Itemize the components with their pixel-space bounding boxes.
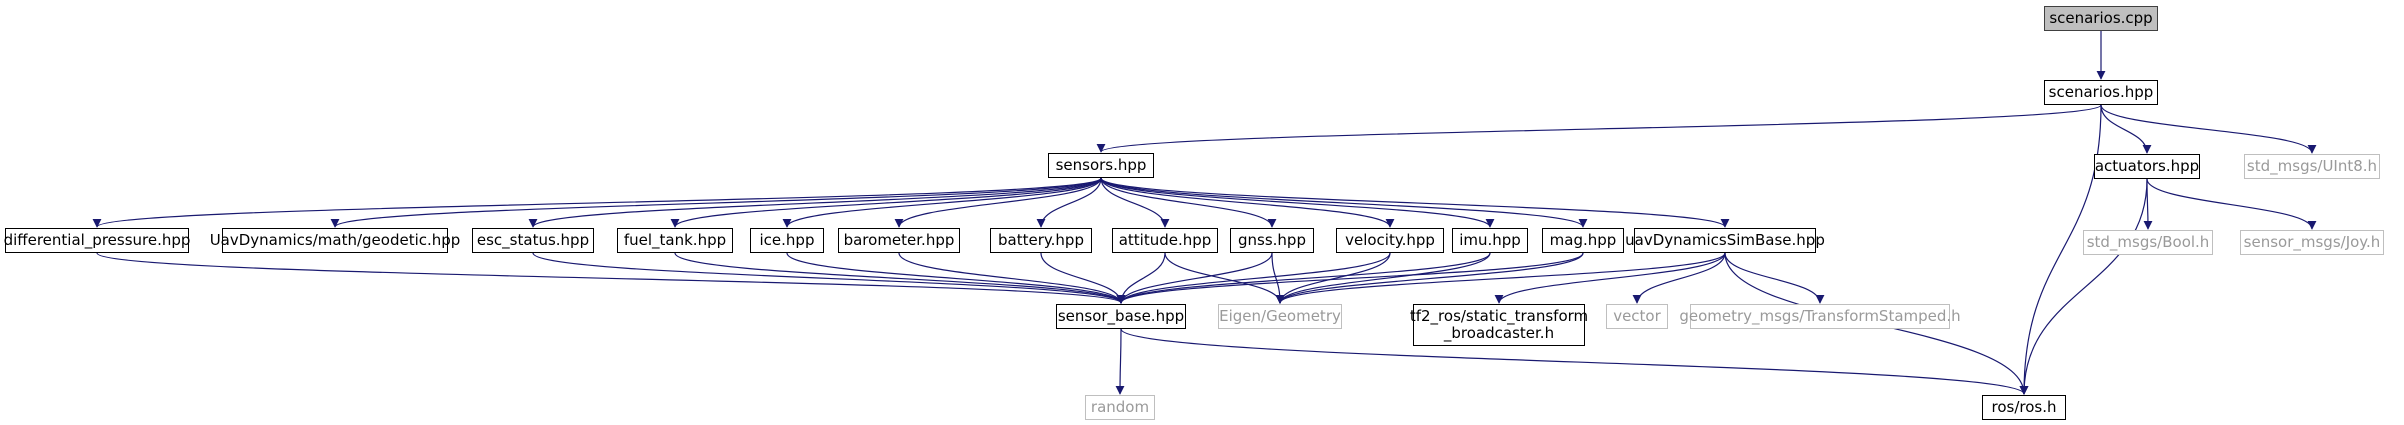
dependency-edges bbox=[92, 31, 2317, 395]
edge-sensors-hpp-to-barometer bbox=[894, 177, 1102, 228]
node-imu-hpp[interactable]: imu.hpp bbox=[1452, 228, 1528, 253]
edge-sensors-hpp-to-esc-status bbox=[528, 177, 1102, 228]
edge-scenarios-hpp-to-sensors-hpp bbox=[1096, 104, 2102, 153]
node-vector: vector bbox=[1606, 304, 1668, 329]
node-geometry-msgs-transform-stamped: geometry_msgs/TransformStamped.h bbox=[1679, 304, 1961, 329]
node-velocity-hpp[interactable]: velocity.hpp bbox=[1336, 228, 1444, 253]
edge-sensors-hpp-to-imu bbox=[1100, 177, 1495, 228]
node-std-msgs-bool: std_msgs/Bool.h bbox=[2083, 230, 2213, 255]
edge-actuators-hpp-to-ros-h bbox=[2019, 178, 2148, 395]
node-barometer-hpp[interactable]: barometer.hpp bbox=[838, 228, 960, 253]
edge-uav-sim-base-to-geometry-msgs bbox=[1724, 252, 1825, 304]
edge-uav-sim-base-to-eigen-geometry bbox=[1275, 252, 1726, 304]
edge-sensors-hpp-to-attitude bbox=[1100, 177, 1170, 228]
node-sensor-msgs-joy: sensor_msgs/Joy.h bbox=[2240, 230, 2384, 255]
node-sensors-hpp[interactable]: sensors.hpp bbox=[1048, 153, 1154, 178]
edge-sensors-hpp-to-differential-pressure bbox=[92, 177, 1102, 228]
node-scenarios-hpp[interactable]: scenarios.hpp bbox=[2044, 80, 2158, 105]
edge-imu-to-sensor-base bbox=[1116, 252, 1491, 304]
edge-actuators-hpp-to-sensor-msgs-joy bbox=[2146, 178, 2317, 230]
edge-barometer-to-sensor-base bbox=[898, 252, 1126, 304]
edge-scenarios-hpp-to-actuators-hpp bbox=[2100, 104, 2152, 154]
edge-sensors-hpp-to-geodetic bbox=[330, 177, 1102, 228]
edge-gnss-to-sensor-base bbox=[1116, 252, 1273, 304]
node-std-msgs-uint8: std_msgs/UInt8.h bbox=[2244, 154, 2380, 179]
edge-mag-to-eigen-geometry bbox=[1275, 252, 1584, 304]
edge-uav-sim-base-to-vector bbox=[1632, 252, 1726, 304]
edge-scenarios-hpp-to-std-msgs-uint8 bbox=[2100, 104, 2317, 154]
edge-imu-to-eigen-geometry bbox=[1275, 252, 1491, 304]
node-ros-h[interactable]: ros/ros.h bbox=[1982, 395, 2066, 420]
edge-sensors-hpp-to-mag bbox=[1100, 177, 1588, 228]
node-attitude-hpp[interactable]: attitude.hpp bbox=[1112, 228, 1218, 253]
edge-esc-status-to-sensor-base bbox=[532, 252, 1126, 304]
node-tf2-static-transform-broadcaster[interactable]: tf2_ros/static_transform _broadcaster.h bbox=[1410, 304, 1588, 346]
edge-sensors-hpp-to-fuel-tank bbox=[670, 177, 1102, 228]
edge-velocity-to-sensor-base bbox=[1116, 252, 1391, 304]
edge-ice-to-sensor-base bbox=[786, 252, 1126, 304]
edge-sensors-hpp-to-velocity bbox=[1100, 177, 1395, 228]
edge-uav-sim-base-to-tf2-broadcaster bbox=[1494, 252, 1726, 304]
node-uav-dynamics-sim-base-hpp[interactable]: uavDynamicsSimBase.hpp bbox=[1625, 228, 1825, 253]
node-geodetic-hpp[interactable]: UavDynamics/math/geodetic.hpp bbox=[210, 228, 460, 253]
edge-sensors-hpp-to-ice bbox=[782, 177, 1102, 228]
edge-sensors-hpp-to-gnss bbox=[1100, 177, 1277, 228]
edge-sensor-base-to-random bbox=[1115, 328, 1125, 395]
node-scenarios-cpp[interactable]: scenarios.cpp bbox=[2044, 6, 2158, 31]
node-battery-hpp[interactable]: battery.hpp bbox=[990, 228, 1092, 253]
node-gnss-hpp[interactable]: gnss.hpp bbox=[1230, 228, 1314, 253]
edge-sensors-hpp-to-uav-sim-base bbox=[1100, 177, 1730, 228]
node-sensor-base-hpp[interactable]: sensor_base.hpp bbox=[1056, 304, 1186, 329]
node-eigen-geometry: Eigen/Geometry bbox=[1218, 304, 1342, 329]
node-mag-hpp[interactable]: mag.hpp bbox=[1542, 228, 1624, 253]
edge-attitude-to-eigen-geometry bbox=[1164, 252, 1285, 304]
node-actuators-hpp[interactable]: actuators.hpp bbox=[2094, 154, 2200, 179]
edge-differential-pressure-to-sensor-base bbox=[96, 252, 1126, 304]
node-ice-hpp[interactable]: ice.hpp bbox=[750, 228, 824, 253]
node-random: random bbox=[1085, 395, 1155, 420]
node-fuel-tank-hpp[interactable]: fuel_tank.hpp bbox=[617, 228, 733, 253]
edge-mag-to-sensor-base bbox=[1116, 252, 1584, 304]
node-esc-status-hpp[interactable]: esc_status.hpp bbox=[472, 228, 594, 253]
edge-sensors-hpp-to-battery bbox=[1036, 177, 1102, 228]
edge-fuel-tank-to-sensor-base bbox=[674, 252, 1126, 304]
node-differential-pressure-hpp[interactable]: differential_pressure.hpp bbox=[4, 228, 190, 253]
edge-sensor-base-to-ros-h bbox=[1120, 328, 2029, 395]
